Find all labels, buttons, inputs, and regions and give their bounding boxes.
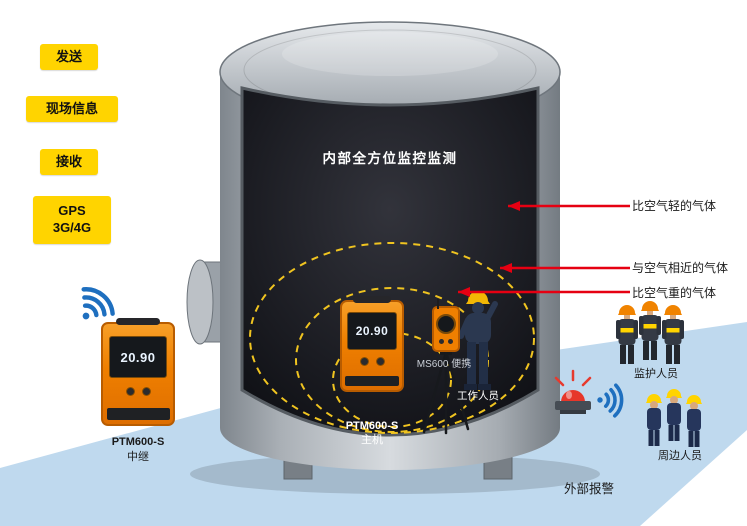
tag-send: 发送 bbox=[40, 44, 98, 70]
portable-label: MS600 便携 bbox=[416, 359, 472, 370]
host-screen: 20.90 bbox=[347, 312, 397, 350]
portable-antenna bbox=[437, 299, 439, 309]
host-model-label: PTM600-S bbox=[345, 420, 399, 432]
host-button bbox=[375, 357, 385, 366]
worker-label: 工作人员 bbox=[457, 390, 499, 402]
relay-button bbox=[141, 387, 151, 396]
tripod bbox=[422, 349, 470, 435]
guards-label: 监护人员 bbox=[634, 368, 678, 380]
tank-interior bbox=[240, 86, 540, 437]
relay-handle bbox=[115, 318, 161, 325]
label-lighter-gas: 比空气轻的气体 bbox=[632, 199, 717, 213]
external-alarm-label: 外部报警 bbox=[564, 482, 615, 496]
relay-device: 20.90 bbox=[101, 318, 175, 426]
relay-reading: 20.90 bbox=[120, 349, 156, 365]
gas-annotation-arrows bbox=[458, 201, 630, 297]
portable-button bbox=[439, 339, 444, 344]
relay-button bbox=[125, 387, 135, 396]
host-button bbox=[359, 357, 369, 366]
nearby-label: 周边人员 bbox=[658, 450, 702, 462]
host-device: 20.90 bbox=[340, 296, 404, 392]
portable-dial bbox=[436, 314, 456, 334]
tag-gps-network: GPS 3G/4G bbox=[33, 196, 111, 244]
worker-figure bbox=[458, 291, 498, 390]
relay-screen: 20.90 bbox=[109, 336, 167, 378]
tag-receive: 接收 bbox=[40, 149, 98, 175]
relay-role-label: 中继 bbox=[127, 451, 149, 463]
tank-dome bbox=[219, 21, 561, 123]
tag-gps-line1: GPS bbox=[58, 203, 86, 219]
tag-gps-line2: 3G/4G bbox=[52, 220, 92, 235]
tag-site-info: 现场信息 bbox=[26, 96, 118, 122]
portable-device bbox=[432, 299, 460, 352]
portable-button bbox=[448, 339, 453, 344]
label-similar-gas: 与空气相近的气体 bbox=[632, 261, 729, 275]
tank-title: 内部全方位监控监测 bbox=[322, 151, 458, 166]
host-base bbox=[345, 375, 399, 387]
relay-base bbox=[106, 408, 170, 420]
host-role-label: 主机 bbox=[361, 434, 383, 446]
alarm-beacon-icon bbox=[554, 369, 592, 414]
host-handle bbox=[352, 296, 392, 303]
relay-model-label: PTM600-S bbox=[111, 436, 165, 448]
label-heavier-gas: 比空气重的气体 bbox=[632, 286, 717, 300]
host-reading: 20.90 bbox=[355, 324, 389, 338]
